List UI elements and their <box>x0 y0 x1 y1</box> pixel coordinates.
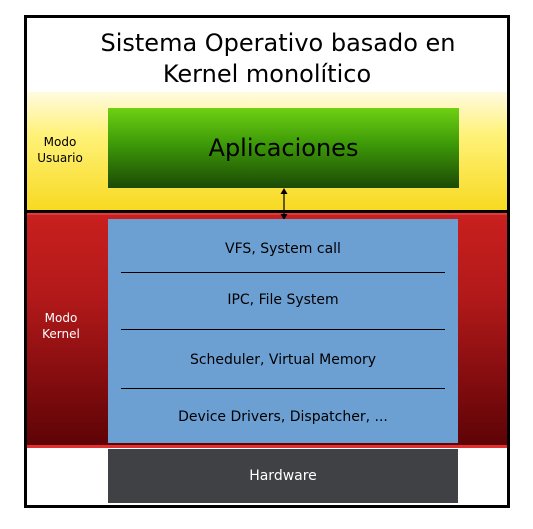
mode-divider <box>27 210 507 213</box>
mode-divider-accent <box>27 213 507 215</box>
title-line-1: Sistema Operativo basado en <box>100 29 456 57</box>
hardware-label: Hardware <box>249 468 317 484</box>
kernel-layer-ipc: IPC, File System <box>227 292 339 308</box>
kernel-layer-vfs: VFS, System call <box>225 241 341 257</box>
kernel-layer-drivers: Device Drivers, Dispatcher, ... <box>178 409 388 425</box>
layer-separator <box>121 272 445 273</box>
kernel-mode-label-line-1: Modo <box>44 311 78 325</box>
kernel-layer-scheduler: Scheduler, Virtual Memory <box>189 352 377 368</box>
syscall-arrow-icon <box>280 188 288 220</box>
title-line-2: Kernel monolítico <box>162 60 372 88</box>
kernel-mode-label-line-2: Kernel <box>42 327 80 341</box>
user-mode-label-line-2: Usuario <box>37 151 83 165</box>
layer-separator <box>121 329 445 330</box>
user-mode-label: Modo Usuario <box>29 134 91 166</box>
hardware-box: Hardware <box>108 449 458 503</box>
kernel-box: VFS, System call IPC, File System Schedu… <box>108 219 458 443</box>
diagram-frame: Sistema Operativo basado en Kernel monol… <box>24 15 510 508</box>
user-mode-label-line-1: Modo <box>43 135 77 149</box>
diagram-title: Sistema Operativo basado en Kernel monol… <box>27 28 507 90</box>
applications-box: Aplicaciones <box>108 108 459 188</box>
hardware-divider <box>27 445 507 448</box>
kernel-mode-label: Modo Kernel <box>33 310 89 342</box>
applications-label: Aplicaciones <box>208 134 359 162</box>
layer-separator <box>121 388 445 389</box>
